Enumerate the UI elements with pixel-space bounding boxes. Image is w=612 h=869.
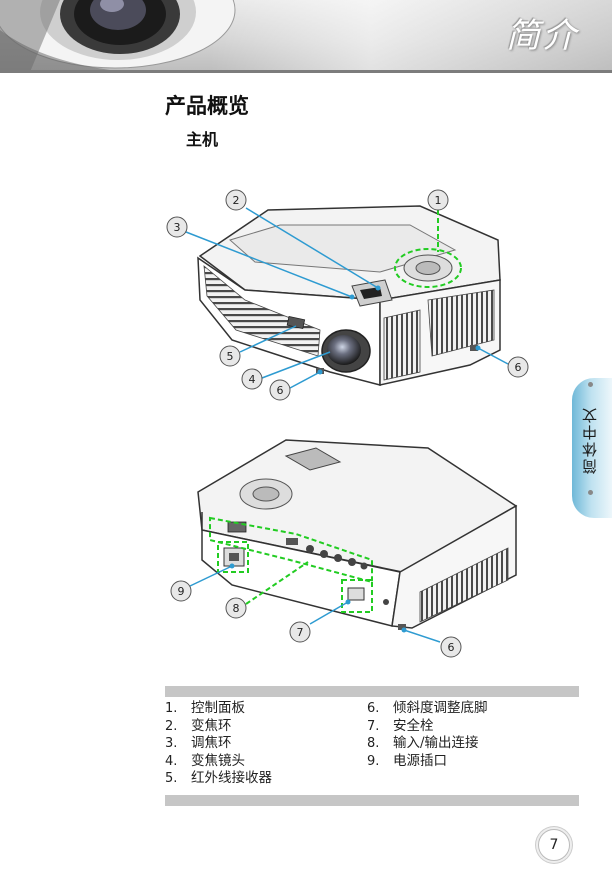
legend-item: 5.红外线接收器 xyxy=(165,770,272,786)
projector-rear-view xyxy=(189,439,518,643)
callout-7: 7 xyxy=(297,626,304,639)
callout-8: 8 xyxy=(233,602,240,615)
section-title: 产品概览 xyxy=(165,94,249,118)
projector-front-view xyxy=(185,205,509,389)
callout-9: 9 xyxy=(178,585,185,598)
legend-bar-bottom xyxy=(165,795,579,806)
side-tab-dot-bottom xyxy=(588,490,593,495)
legend-item: 2.变焦环 xyxy=(165,717,232,734)
language-side-tab[interactable] xyxy=(572,378,612,518)
legend-item: 4.变焦镜头 xyxy=(165,752,245,769)
callout-3: 3 xyxy=(174,221,181,234)
subsection-title: 主机 xyxy=(186,130,219,149)
legend-item: 6.倾斜度调整底脚 xyxy=(367,700,488,716)
callout-4: 4 xyxy=(249,373,256,386)
callout-6-rear: 6 xyxy=(448,641,455,654)
legend-bar-top xyxy=(165,686,579,697)
legend-item: 8.输入/输出连接 xyxy=(367,735,479,751)
callout-1: 1 xyxy=(435,194,442,207)
callout-5: 5 xyxy=(227,350,234,363)
header-title: 简介 xyxy=(506,16,578,56)
header-divider xyxy=(0,70,612,73)
side-tab-dot-top xyxy=(588,382,593,387)
legend-left-column: 1.控制面板 2.变焦环 3.调焦环 4.变焦镜头 5.红外线接收器 xyxy=(165,700,272,788)
lens-decoration-icon xyxy=(0,0,236,72)
legend-item: 7.安全栓 xyxy=(367,717,434,734)
callout-6-front-left: 6 xyxy=(277,384,284,397)
callout-2: 2 xyxy=(233,194,240,207)
callout-6-front-right: 6 xyxy=(515,361,522,374)
legend-item: 9.电源插口 xyxy=(367,752,447,769)
legend-item: 1.控制面板 xyxy=(165,700,245,716)
legend-item: 3.调焦环 xyxy=(165,735,232,751)
header-band: 简介 xyxy=(0,0,612,72)
legend-right-column: 6.倾斜度调整底脚 7.安全栓 8.输入/输出连接 9.电源插口 xyxy=(367,700,488,770)
page-number: 7 xyxy=(538,829,570,861)
